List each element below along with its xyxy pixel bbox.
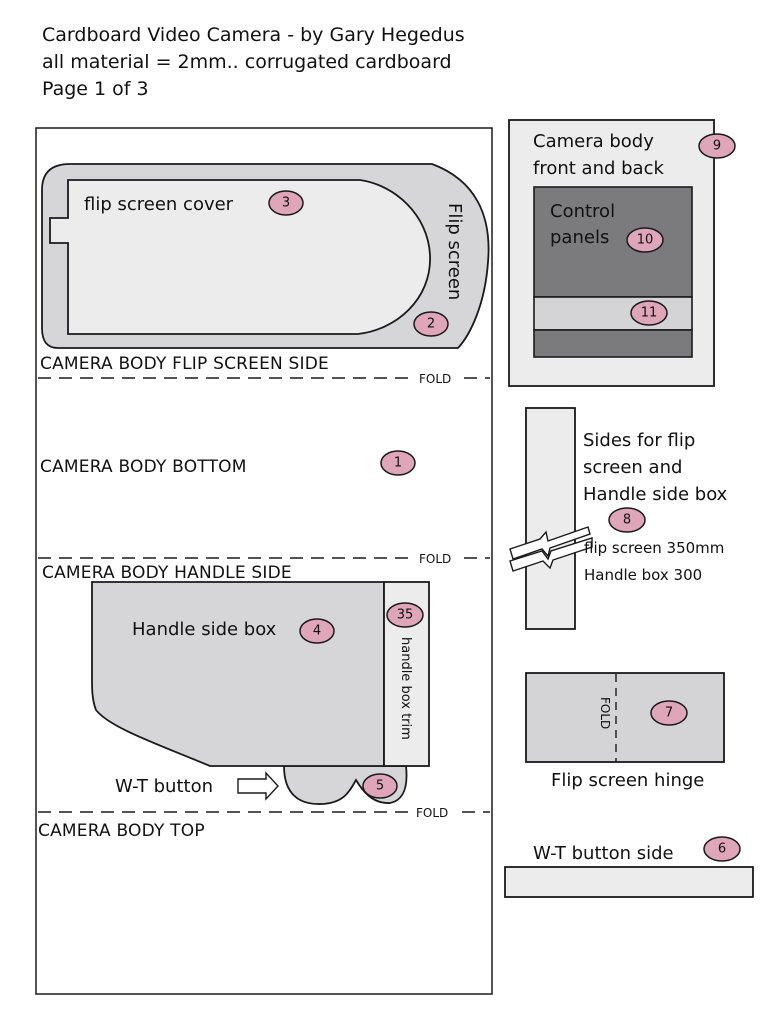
control-panels-label-1: Control bbox=[550, 201, 615, 222]
camera-body-label-2: front and back bbox=[533, 158, 664, 179]
wt-button-label: W-T button bbox=[115, 776, 213, 797]
badge-5-text: 5 bbox=[376, 779, 384, 794]
camera-body-label-1: Camera body bbox=[533, 131, 654, 152]
badge-11: 11 bbox=[630, 300, 668, 326]
wt-button-side-label: W-T button side bbox=[533, 843, 674, 864]
badge-7: 7 bbox=[650, 700, 688, 726]
handle-box-length-label: Handle box 300 bbox=[584, 566, 702, 584]
bottom-label: CAMERA BODY BOTTOM bbox=[40, 457, 247, 477]
arrow-right-icon bbox=[237, 771, 279, 801]
badge-10-shape bbox=[626, 227, 664, 253]
badge-35: 35 bbox=[386, 602, 424, 628]
flip-side-label: CAMERA BODY FLIP SCREEN SIDE bbox=[40, 354, 329, 374]
wt-button-side-piece bbox=[504, 866, 754, 898]
fold-label-3: FOLD bbox=[416, 806, 448, 820]
badge-6-text: 6 bbox=[718, 842, 726, 857]
badge-1: 1 bbox=[380, 450, 416, 476]
control-panels-lower-piece bbox=[533, 329, 693, 358]
break-symbol-lower bbox=[509, 537, 593, 572]
badge-4-text: 4 bbox=[313, 624, 321, 639]
badge-3: 3 bbox=[268, 190, 304, 216]
badge-3-text: 3 bbox=[282, 196, 290, 211]
page-header: Cardboard Video Camera - by Gary Hegedus… bbox=[42, 22, 465, 103]
badge-6-shape bbox=[703, 836, 741, 862]
header-page: Page 1 of 3 bbox=[42, 78, 149, 100]
panel-strip-piece bbox=[533, 296, 693, 331]
handle-side-label: CAMERA BODY HANDLE SIDE bbox=[42, 563, 292, 583]
header-title: Cardboard Video Camera - by Gary Hegedus bbox=[42, 24, 465, 46]
badge-4: 4 bbox=[299, 618, 335, 644]
flip-screen-label: Flip screen bbox=[444, 203, 465, 300]
fold-label-2: FOLD bbox=[419, 552, 451, 566]
badge-7-text: 7 bbox=[665, 706, 673, 721]
badge-10: 10 bbox=[626, 227, 664, 253]
badge-8-text: 8 bbox=[623, 513, 631, 528]
hinge-fold-label: FOLD bbox=[598, 697, 612, 729]
badge-8-shape bbox=[608, 507, 646, 533]
badge-3-shape bbox=[268, 190, 304, 216]
badge-11-text: 11 bbox=[641, 306, 658, 321]
badge-2-shape bbox=[413, 311, 449, 337]
badge-7-shape bbox=[650, 700, 688, 726]
badge-1-text: 1 bbox=[394, 456, 402, 471]
sides-label-1: Sides for flip bbox=[583, 430, 695, 451]
badge-9-text: 9 bbox=[713, 139, 721, 154]
badge-6: 6 bbox=[703, 836, 741, 862]
badge-35-shape bbox=[386, 602, 424, 628]
control-panels-piece bbox=[533, 186, 693, 298]
badge-4-shape bbox=[299, 618, 335, 644]
sides-label-3: Handle side box bbox=[583, 484, 728, 505]
sides-strip-piece bbox=[525, 407, 576, 630]
flip-screen-cover-label: flip screen cover bbox=[84, 194, 234, 215]
header-material: all material = 2mm.. corrugated cardboar… bbox=[42, 51, 452, 73]
badge-5-shape bbox=[362, 773, 398, 799]
break-symbol bbox=[509, 526, 591, 560]
flip-screen-cover-piece bbox=[49, 179, 431, 335]
badge-2: 2 bbox=[413, 311, 449, 337]
top-label: CAMERA BODY TOP bbox=[38, 821, 205, 841]
control-panels-label-2: panels bbox=[550, 227, 609, 248]
badge-1-shape bbox=[380, 450, 416, 476]
sides-label-2: screen and bbox=[583, 457, 682, 478]
flip-screen-length-label: flip screen 350mm bbox=[584, 539, 724, 557]
badge-9: 9 bbox=[698, 133, 736, 159]
badge-9-shape bbox=[698, 133, 736, 159]
handle-side-box-label: Handle side box bbox=[132, 619, 277, 640]
flip-screen-hinge-label: Flip screen hinge bbox=[551, 770, 704, 791]
handle-box-trim-label: handle box trim bbox=[398, 637, 413, 740]
badge-5: 5 bbox=[362, 773, 398, 799]
fold-label-1: FOLD bbox=[419, 372, 451, 386]
badge-35-text: 35 bbox=[397, 608, 414, 623]
badge-2-text: 2 bbox=[427, 317, 435, 332]
badge-8: 8 bbox=[608, 507, 646, 533]
badge-10-text: 10 bbox=[637, 233, 654, 248]
flip-screen-hinge-piece bbox=[525, 672, 725, 763]
badge-11-shape bbox=[630, 300, 668, 326]
